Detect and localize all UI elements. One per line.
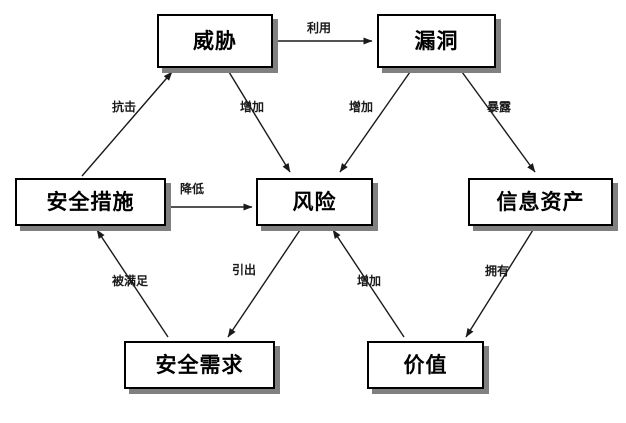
edge-asset-to-value xyxy=(465,229,534,338)
edge-label-needs-to-control: 被满足 xyxy=(112,274,149,288)
edge-label-control-to-risk: 降低 xyxy=(180,182,205,196)
edge-lines xyxy=(81,37,536,338)
edge-vuln-to-asset xyxy=(461,71,536,173)
edge-label-vuln-to-asset: 暴露 xyxy=(487,100,512,114)
node-needs[interactable]: 安全需求 xyxy=(124,341,275,389)
node-label-threat: 威胁 xyxy=(193,28,237,53)
edge-vuln-to-risk xyxy=(339,71,411,173)
edge-risk-to-needs xyxy=(227,229,301,338)
node-risk[interactable]: 风险 xyxy=(256,178,373,226)
node-label-risk: 风险 xyxy=(292,189,337,214)
node-label-value: 价值 xyxy=(403,352,448,377)
node-value[interactable]: 价值 xyxy=(367,341,484,389)
node-control[interactable]: 安全措施 xyxy=(15,178,166,226)
node-label-control: 安全措施 xyxy=(46,189,135,214)
node-label-needs: 安全需求 xyxy=(155,352,244,377)
edge-label-value-to-risk: 增加 xyxy=(357,274,382,288)
edge-value-to-risk xyxy=(332,229,405,338)
edge-threat-to-risk xyxy=(228,71,291,173)
node-label-vuln: 漏洞 xyxy=(414,28,459,53)
node-vuln[interactable]: 漏洞 xyxy=(377,14,496,68)
edge-label-threat-to-vuln: 利用 xyxy=(307,21,332,35)
edge-needs-to-control xyxy=(96,229,169,338)
edge-label-control-to-threat: 抗击 xyxy=(112,100,137,114)
node-label-asset: 信息资产 xyxy=(496,189,585,214)
edge-label-asset-to-value: 拥有 xyxy=(485,264,510,278)
node-threat[interactable]: 威胁 xyxy=(157,14,273,68)
edge-label-risk-to-needs: 引出 xyxy=(232,263,257,277)
node-asset[interactable]: 信息资产 xyxy=(468,178,613,226)
edge-control-to-threat xyxy=(81,71,173,177)
edge-label-vuln-to-risk: 增加 xyxy=(349,100,374,114)
edge-label-threat-to-risk: 增加 xyxy=(240,100,265,114)
